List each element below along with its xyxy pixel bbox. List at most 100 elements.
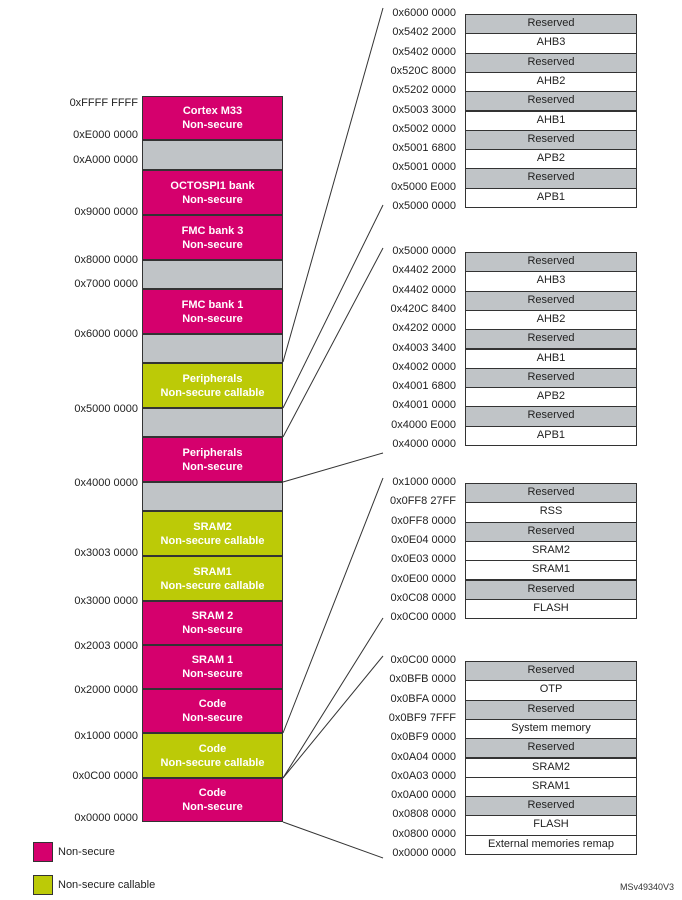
region-security: Non-secure [182, 712, 243, 724]
reserved-row: Reserved [465, 367, 637, 389]
region-security: Non-secure [182, 668, 243, 680]
region-security: Non-secure [182, 193, 243, 206]
detail-address-label: 0x4003 3400 [392, 341, 456, 354]
detail-address-label: 0x0E03 0000 [391, 553, 456, 566]
left-address-label: 0xA000 0000 [73, 154, 138, 166]
left-address-label: 0x8000 0000 [74, 254, 138, 266]
region-row: SRAM1 [465, 560, 637, 581]
reserved-row: Reserved [465, 252, 637, 273]
detail-address-label: 0x5402 0000 [392, 45, 456, 58]
memory-gap [142, 408, 283, 437]
reserved-row: Reserved [465, 483, 637, 504]
reserved-row: Reserved [465, 796, 637, 817]
region-row: External memories remap [465, 834, 637, 855]
detail-address-label: 0x0A04 0000 [391, 750, 456, 763]
detail-address-label: 0x0E04 0000 [391, 533, 456, 546]
reserved-row: Reserved [465, 14, 637, 35]
detail-address-label: 0x0BFB 0000 [389, 673, 456, 686]
left-address-label: 0x6000 0000 [74, 328, 138, 340]
connector-line [282, 7, 384, 363]
left-address-label: 0x2000 0000 [74, 684, 138, 696]
detail-address-label: 0x0BFA 0000 [390, 692, 456, 705]
reserved-row: Reserved [465, 699, 637, 720]
left-address-label: 0x1000 0000 [74, 730, 138, 742]
left-address-label: 0x0000 0000 [74, 812, 138, 824]
detail-address-label: 0x5000 E000 [391, 180, 456, 193]
detail-address-label: 0x6000 0000 [392, 7, 456, 19]
region-security: Non-secure [182, 460, 243, 473]
left-address-label: 0x0C00 0000 [72, 770, 138, 782]
reserved-row: Reserved [465, 52, 637, 73]
connector-line [282, 477, 384, 734]
region-security: Non-secure [182, 312, 243, 325]
region-name: SRAM1 [193, 565, 232, 578]
region-name: FMC bank 1 [181, 298, 244, 311]
region-name: Peripherals [182, 372, 243, 385]
region-name: OCTOSPI1 bank [170, 179, 255, 192]
region-name: Code [198, 787, 227, 799]
region-security: Non-secure [182, 119, 243, 131]
detail-address-label: 0x0A00 0000 [391, 789, 456, 802]
detail-address-label: 0x0BF9 0000 [390, 731, 456, 744]
region-row: APB2 [465, 149, 637, 170]
legend-swatch-non-secure-callable [33, 875, 53, 895]
detail-address-label: 0x4000 0000 [392, 438, 456, 450]
region-row: SRAM2 [465, 757, 637, 778]
left-address-label: 0xFFFF FFFF [69, 97, 138, 109]
memory-gap [142, 482, 283, 511]
connector-line [282, 617, 384, 779]
connector-line [282, 821, 384, 859]
region-row: OTP [465, 680, 637, 701]
legend-swatch-non-secure [33, 842, 53, 862]
left-address-label: 0x3003 0000 [74, 547, 138, 559]
detail-address-label: 0x0C00 0000 [390, 611, 456, 624]
region-row: AHB2 [465, 309, 637, 331]
memory-region: SRAM 2 Non-secure [142, 601, 283, 645]
reserved-row: Reserved [465, 521, 637, 542]
reserved-row: Reserved [465, 406, 637, 427]
detail-address-label: 0x4000 E000 [391, 418, 456, 431]
detail-address-label: 0x4402 0000 [392, 283, 456, 296]
detail-address-label: 0x420C 8400 [390, 302, 456, 315]
region-security: Non-secure [182, 238, 243, 251]
region-row: AHB3 [465, 33, 637, 54]
detail-address-label: 0x0BF9 7FFF [388, 711, 456, 724]
detail-address-label: 0x520C 8000 [390, 64, 456, 77]
detail-address-label: 0x5402 2000 [392, 26, 456, 39]
detail-address-label: 0x5000 0000 [392, 200, 456, 212]
region-name: Code [198, 742, 227, 755]
detail-address-label: 0x5001 6800 [392, 142, 456, 155]
region-row: APB2 [465, 387, 637, 408]
region-security: Non-secure callable [160, 756, 265, 769]
detail-address-label: 0x0E00 0000 [391, 572, 456, 585]
region-row: AHB3 [465, 271, 637, 292]
detail-address-label: 0x5003 3000 [392, 103, 456, 116]
region-security: Non-secure [182, 624, 243, 636]
detail-address-label: 0x0A03 0000 [391, 769, 456, 782]
detail-address-label: 0x5000 0000 [392, 245, 456, 257]
connector-line [282, 655, 384, 779]
detail-address-label: 0x0800 0000 [392, 827, 456, 840]
region-row: FLASH [465, 598, 637, 620]
region-row: SRAM2 [465, 540, 637, 562]
left-address-label: 0xE000 0000 [73, 129, 138, 141]
region-name: FMC bank 3 [181, 224, 244, 237]
memory-gap [142, 334, 283, 363]
region-security: Non-secure callable [160, 386, 265, 399]
detail-address-label: 0x4001 6800 [392, 380, 456, 393]
reserved-row: Reserved [465, 290, 637, 311]
left-address-label: 0x2003 0000 [74, 640, 138, 652]
region-row: System memory [465, 718, 637, 740]
region-row: APB1 [465, 425, 637, 446]
region-row: AHB1 [465, 348, 637, 369]
region-name: SRAM 2 [191, 610, 234, 622]
region-row: RSS [465, 502, 637, 523]
